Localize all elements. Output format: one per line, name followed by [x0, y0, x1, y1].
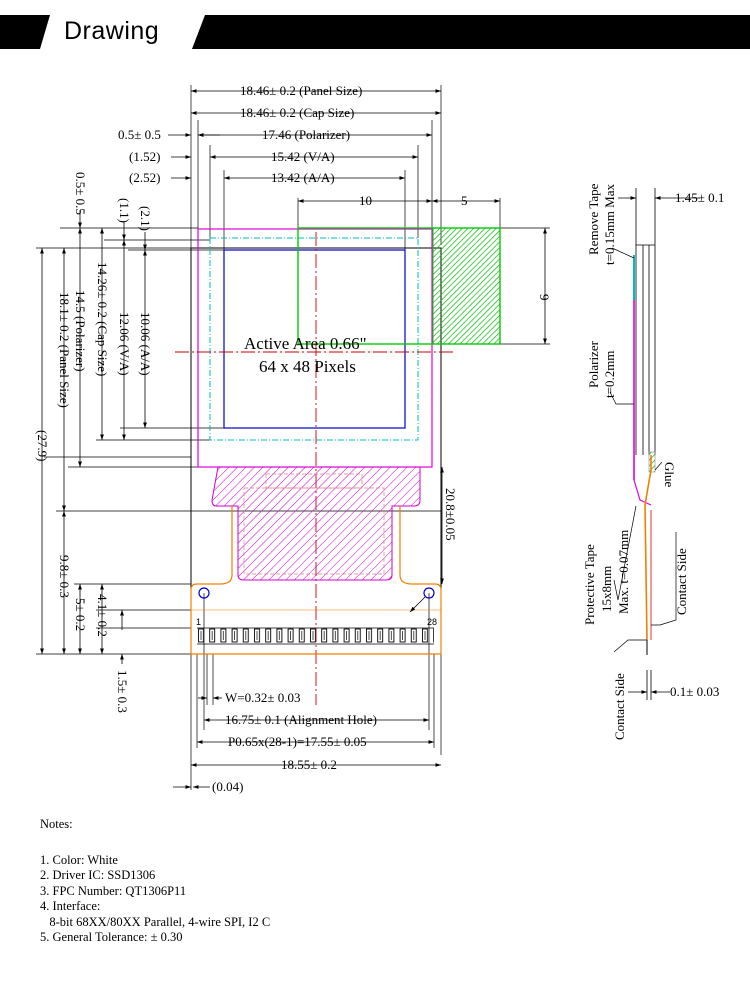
side-view: 1.45± 0.1 Remove Tape t=0.15mm Max Polar…	[582, 183, 724, 740]
notes: Notes: 1. Color: White 2. Driver IC: SSD…	[40, 817, 270, 946]
dim-left-top-offset: 0.5± 0.5	[73, 172, 88, 215]
polarizer-label: Polarizer	[586, 340, 601, 388]
glue-label: Glue	[662, 462, 677, 488]
dim-va-offset: (1.52)	[129, 149, 160, 164]
dim-polarizer: 17.46 (Polarizer)	[262, 127, 350, 142]
dim-va: 15.42 (V/A)	[271, 149, 335, 164]
front-view	[36, 85, 550, 790]
dim-pin-width: W=0.32± 0.03	[225, 690, 301, 705]
note-item: 5. General Tolerance: ± 0.30	[40, 930, 183, 944]
contact-side-left: Contact Side	[612, 673, 627, 740]
note-item: 1. Color: White	[40, 852, 118, 867]
polarizer-thickness: t=0.2mm	[602, 351, 617, 398]
dim-5: 5± 0.2	[73, 598, 88, 631]
protective-tape-label: Protective Tape	[582, 544, 597, 625]
dim-h9: 9	[537, 294, 552, 301]
dim-fpc-thickness: 0.1± 0.03	[670, 684, 719, 699]
dim-fpc-width: 18.55± 0.2	[281, 757, 337, 772]
dim-cap-h: 14.26± 0.2 (Cap Size)	[95, 262, 110, 376]
protective-tape-thickness: Max. t=0.07mm	[616, 530, 631, 614]
dim-208: 20.8±0.05	[443, 488, 458, 541]
dim-aa-h: 10.06 (A/A)	[138, 312, 153, 376]
note-item: 3. FPC Number: QT1306P11	[40, 883, 187, 898]
note-item: 4. Interface:	[40, 899, 101, 913]
active-area-label: Active Area 0.66"	[244, 334, 367, 353]
pin-first-label: 1	[196, 617, 201, 627]
remove-tape-label: Remove Tape	[586, 183, 601, 255]
dim-polarizer-offset: 0.5± 0.5	[118, 127, 161, 142]
dim-fpc-h: 9.8± 0.3	[57, 555, 72, 598]
dim-offset: (0.04)	[212, 779, 243, 794]
notes-title: Notes:	[40, 817, 73, 831]
pin-last-label: 28	[427, 617, 437, 627]
dim-va-h: 12.06 (V/A)	[117, 312, 132, 376]
note-item: 8-bit 68XX/80XX Parallel, 4-wire SPI, I2…	[40, 914, 271, 929]
note-item: 2. Driver IC: SSD1306	[40, 868, 156, 882]
dim-41: 4.1± 0.2	[95, 594, 110, 637]
dim-aa-offset: (2.52)	[129, 170, 160, 185]
dim-15: 1.5± 0.3	[115, 670, 130, 713]
protective-tape-size: 15x8mm	[599, 566, 614, 612]
remove-tape-thickness: t=0.15mm Max	[602, 184, 617, 265]
dim-w10: 10	[359, 193, 372, 208]
front-view-labels: 18.46± 0.2 (Panel Size) 18.46± 0.2 (Cap …	[35, 83, 552, 794]
contact-side-right: Contact Side	[674, 548, 689, 615]
dim-w5: 5	[461, 193, 468, 208]
dim-pol-h: 14.5 (Polarizer)	[73, 290, 88, 372]
dim-alignment: 16.75± 0.1 (Alignment Hole)	[225, 712, 377, 727]
pixels-label: 64 x 48 Pixels	[259, 357, 356, 376]
dim-cap-size: 18.46± 0.2 (Cap Size)	[240, 105, 354, 120]
dim-pitch: P0.65x(28-1)=17.55± 0.05	[228, 734, 367, 749]
dim-va-top: (1.1)	[117, 198, 132, 223]
dim-side-thickness: 1.45± 0.1	[675, 190, 724, 205]
page-title: Drawing	[64, 17, 160, 45]
header-tab	[40, 15, 205, 49]
dim-total-h: (27.9)	[35, 430, 50, 461]
dim-panel-h: 18.1± 0.2 (Panel Size)	[57, 292, 72, 408]
dim-panel-size: 18.46± 0.2 (Panel Size)	[240, 83, 362, 98]
dim-aa: 13.42 (A/A)	[271, 170, 335, 185]
dim-aa-top: (2.1)	[138, 206, 153, 231]
